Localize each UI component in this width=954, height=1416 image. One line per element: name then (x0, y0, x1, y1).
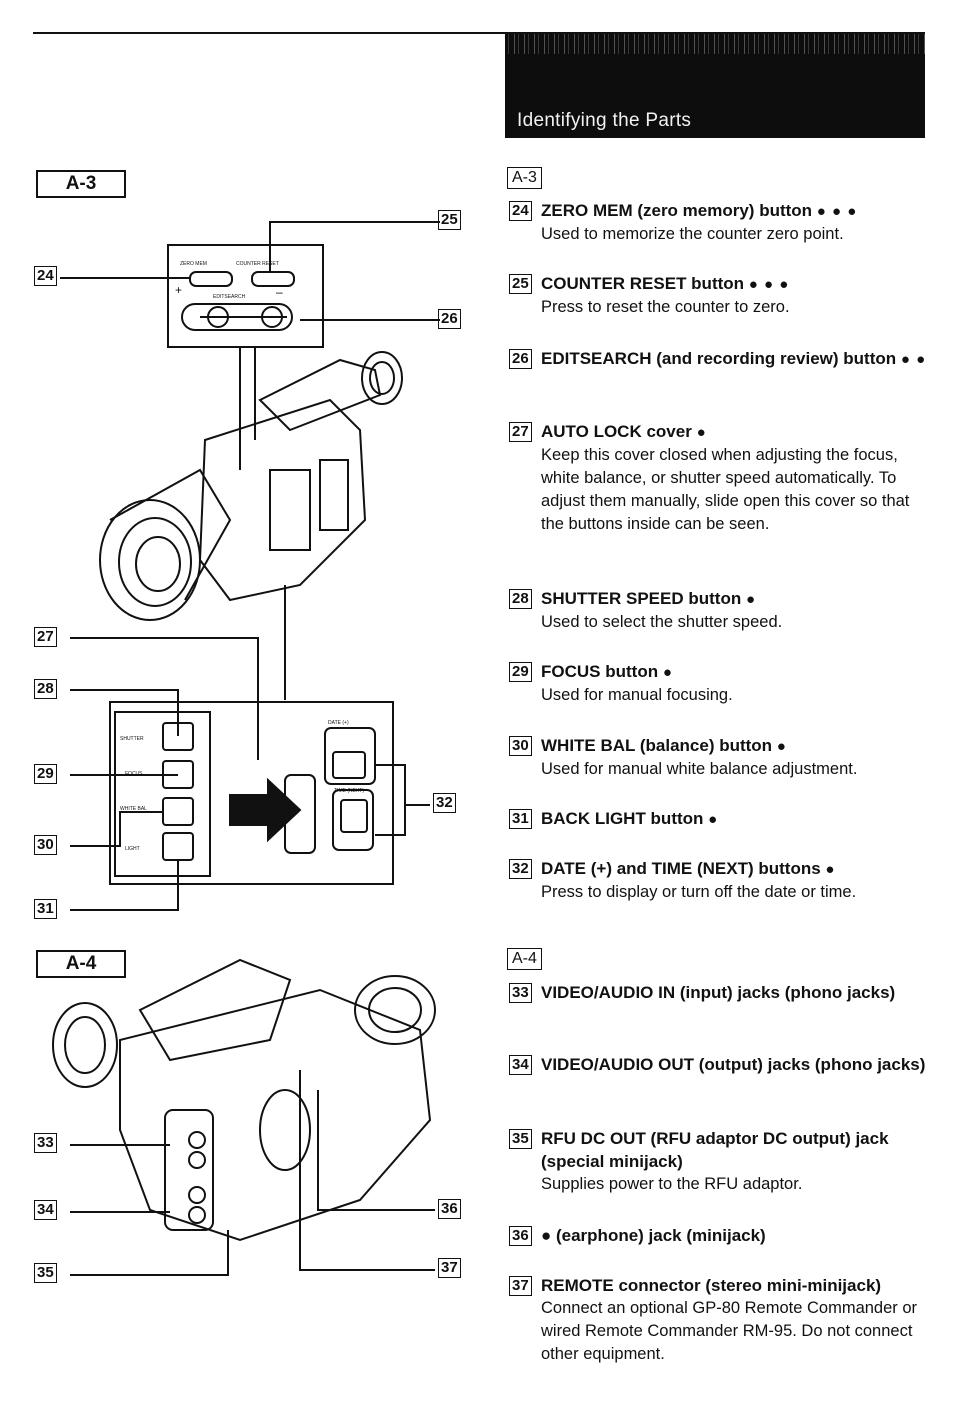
callout-31: 31 (34, 899, 57, 919)
panel-label-time: TIME (NEXT) (334, 788, 364, 794)
callout-25: 25 (438, 210, 461, 230)
callout-35: 35 (34, 1263, 57, 1283)
top-rule (33, 32, 925, 34)
panel-label-plus: + (175, 283, 182, 297)
callout-32: 32 (433, 793, 456, 813)
panel-label-date: DATE (+) (328, 720, 349, 726)
section-title: Identifying the Parts (517, 110, 692, 131)
callout-28: 28 (34, 679, 57, 699)
section-label-a4: A-4 (507, 948, 542, 970)
top-control-panel (167, 244, 324, 348)
section-header: Identifying the Parts (505, 34, 925, 138)
callout-26: 26 (438, 309, 461, 329)
camera-illustration: ZERO MEM COUNTER RESET EDITSEARCH SHUTTE… (52, 221, 440, 1276)
panel-label-white-bal: WHITE BAL (120, 806, 147, 812)
panel-label-light: LIGHT (125, 846, 140, 852)
panel-label-editsearch: EDITSEARCH (213, 294, 246, 300)
figure-label-a4: A-4 (36, 950, 126, 978)
callout-36: 36 (438, 1199, 461, 1219)
callout-24: 24 (34, 266, 57, 286)
panel-label-zero-mem: ZERO MEM (180, 261, 207, 267)
figure-label-a3: A-3 (36, 170, 126, 198)
header-texture (505, 34, 925, 54)
callout-30: 30 (34, 835, 57, 855)
panel-label-counter-reset: COUNTER RESET (236, 261, 279, 267)
entry-36: 36● (earphone) jack (minijack) (509, 1224, 929, 1247)
callout-27: 27 (34, 627, 57, 647)
callout-29: 29 (34, 764, 57, 784)
panel-label-focus: FOCUS (125, 771, 143, 777)
panel-label-shutter: SHUTTER (120, 736, 144, 742)
callout-33: 33 (34, 1133, 57, 1153)
bottom-control-panel (109, 701, 394, 885)
callout-34: 34 (34, 1200, 57, 1220)
section-label-a3: A-3 (507, 167, 542, 189)
callout-37: 37 (438, 1258, 461, 1278)
panel-label-minus: – (276, 285, 283, 299)
